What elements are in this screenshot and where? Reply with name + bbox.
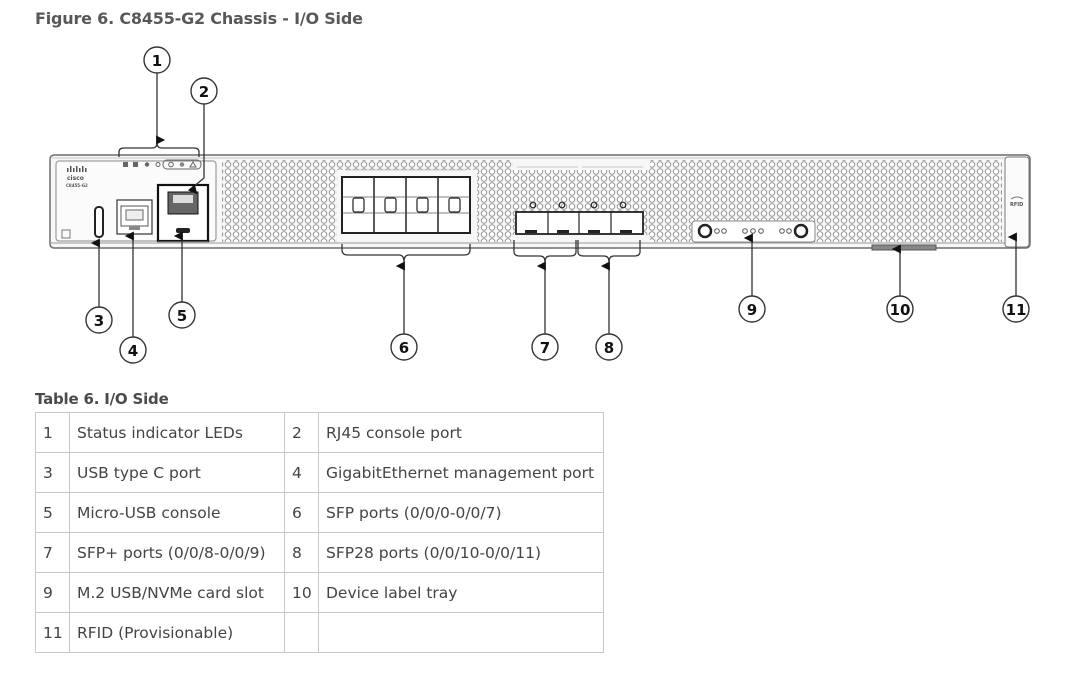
svg-text:1: 1 xyxy=(152,52,162,70)
usb-c-port-icon xyxy=(94,206,104,238)
vent-grille xyxy=(222,160,1002,242)
svg-text:6: 6 xyxy=(399,339,409,357)
item-number: 1 xyxy=(35,412,70,453)
callout-11: 11 xyxy=(1002,295,1030,323)
item-label: Device label tray xyxy=(318,572,604,613)
table-row: 7 SFP+ ports (0/0/8-0/0/9) 8 SFP28 ports… xyxy=(35,532,604,573)
status-led-icons xyxy=(123,159,202,170)
table-row: 3 USB type C port 4 GigabitEthernet mana… xyxy=(35,452,604,493)
svg-text:cisco: cisco xyxy=(67,175,84,182)
item-number: 10 xyxy=(284,572,319,613)
item-number: 7 xyxy=(35,532,70,573)
svg-text:5: 5 xyxy=(177,307,187,325)
table-row: 5 Micro-USB console 6 SFP ports (0/0/0-0… xyxy=(35,492,604,533)
item-label: Micro-USB console xyxy=(69,492,285,533)
svg-text:9: 9 xyxy=(747,301,757,319)
svg-text:2: 2 xyxy=(199,83,209,101)
mgmt-ethernet-port-icon xyxy=(116,199,153,235)
table-row: 9 M.2 USB/NVMe card slot 10 Device label… xyxy=(35,572,604,613)
svg-text:RFID: RFID xyxy=(1010,202,1023,208)
item-number: 11 xyxy=(35,612,70,653)
console-port-block-icon xyxy=(156,183,210,243)
svg-text:C8455-G2: C8455-G2 xyxy=(66,183,88,188)
callout-9: 9 xyxy=(738,295,766,323)
item-label xyxy=(318,612,604,653)
item-number: 5 xyxy=(35,492,70,533)
item-label: SFP28 ports (0/0/10-0/0/11) xyxy=(318,532,604,573)
callout-4: 4 xyxy=(119,336,147,364)
callout-7: 7 xyxy=(531,333,559,361)
device-label-tray-icon xyxy=(871,244,937,251)
item-number: 6 xyxy=(284,492,319,533)
chassis-diagram: cisco C8455-G2 xyxy=(49,46,1031,364)
sfp-plus-sfp28-ports-icon xyxy=(513,166,650,235)
item-label: Status indicator LEDs xyxy=(69,412,285,453)
item-label: RJ45 console port xyxy=(318,412,604,453)
item-label: SFP ports (0/0/0-0/0/7) xyxy=(318,492,604,533)
item-number: 8 xyxy=(284,532,319,573)
m2-card-slot-icon xyxy=(691,220,816,243)
callout-6: 6 xyxy=(390,333,418,361)
svg-text:8: 8 xyxy=(604,339,614,357)
left-io-panel: cisco C8455-G2 xyxy=(55,159,217,243)
cisco-logo-icon: cisco C8455-G2 xyxy=(66,166,88,188)
callout-leaders xyxy=(90,73,1017,337)
callout-3: 3 xyxy=(85,306,113,334)
callout-1: 1 xyxy=(143,46,171,74)
item-number: 4 xyxy=(284,452,319,493)
svg-text:7: 7 xyxy=(540,339,550,357)
item-number: 2 xyxy=(284,412,319,453)
sfp-ports-icon xyxy=(341,169,471,234)
item-label: USB type C port xyxy=(69,452,285,493)
table-row: 11 RFID (Provisionable) xyxy=(35,612,604,653)
svg-text:10: 10 xyxy=(890,301,911,319)
svg-text:4: 4 xyxy=(128,342,138,360)
small-square-icon xyxy=(61,229,71,239)
callout-2: 2 xyxy=(190,77,218,105)
rfid-tag-icon: RFID xyxy=(1004,156,1030,248)
item-label: RFID (Provisionable) xyxy=(69,612,285,653)
table-row: 1 Status indicator LEDs 2 RJ45 console p… xyxy=(35,412,604,453)
io-side-table: 1 Status indicator LEDs 2 RJ45 console p… xyxy=(35,412,604,653)
callout-10: 10 xyxy=(886,295,914,323)
svg-text:11: 11 xyxy=(1006,301,1027,319)
callout-5: 5 xyxy=(168,301,196,329)
callout-8: 8 xyxy=(595,333,623,361)
item-label: SFP+ ports (0/0/8-0/0/9) xyxy=(69,532,285,573)
item-number xyxy=(284,612,319,653)
item-label: M.2 USB/NVMe card slot xyxy=(69,572,285,613)
item-number: 9 xyxy=(35,572,70,613)
figure-title: Figure 6. C8455-G2 Chassis - I/O Side xyxy=(35,9,363,28)
item-label: GigabitEthernet management port xyxy=(318,452,604,493)
item-number: 3 xyxy=(35,452,70,493)
table-title: Table 6. I/O Side xyxy=(35,390,169,408)
svg-text:3: 3 xyxy=(94,312,104,330)
